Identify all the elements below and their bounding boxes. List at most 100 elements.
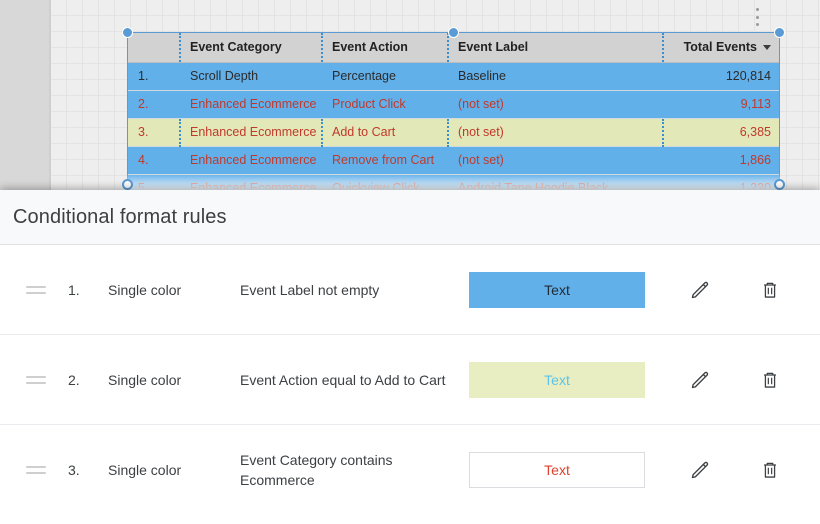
rule-row[interactable]: 3. Single color Event Category contains … (0, 425, 820, 515)
cell-event-action: Product Click (322, 90, 448, 119)
pencil-icon (691, 461, 709, 479)
rule-preview-text: Text (544, 281, 570, 298)
cell-event-category: Enhanced Ecommerce (180, 90, 322, 119)
trash-icon (764, 462, 776, 478)
table-body: 1. Scroll Depth Percentage Baseline 120,… (128, 62, 779, 189)
delete-rule-button[interactable] (753, 273, 787, 307)
cell-index: 2. (128, 90, 180, 119)
kebab-dot (755, 23, 759, 26)
cell-total-events: 9,113 (663, 90, 779, 119)
selection-handle-bottom-right[interactable] (774, 179, 785, 190)
cell-event-label: (not set) (448, 90, 663, 119)
trash-icon (764, 282, 776, 298)
rule-preview: Text (469, 452, 645, 488)
rule-condition: Event Action equal to Add to Cart (240, 371, 446, 388)
drag-handle-icon[interactable] (26, 375, 52, 384)
drag-line (26, 466, 46, 468)
cell-event-label: (not set) (448, 118, 663, 147)
pencil-icon (691, 281, 709, 298)
cell-event-category: Enhanced Ecommerce (180, 146, 322, 175)
col-header-event-category[interactable]: Event Category (180, 33, 322, 63)
rule-type: Single color (108, 462, 182, 478)
drag-line (26, 291, 46, 294)
table-row[interactable]: 1. Scroll Depth Percentage Baseline 120,… (128, 62, 779, 91)
col-header-total-events[interactable]: Total Events (663, 33, 779, 63)
rule-index: 3. (68, 462, 80, 478)
edit-rule-button[interactable] (683, 363, 717, 397)
cell-event-action: Remove from Cart (322, 146, 448, 175)
drag-handle-icon[interactable] (26, 466, 52, 474)
rule-row[interactable]: 2. Single color Event Action equal to Ad… (0, 335, 820, 425)
selection-handle-top-left[interactable] (122, 27, 133, 38)
panel-header: Conditional format rules (0, 190, 820, 244)
cell-index: 3. (128, 118, 180, 147)
cell-index: 1. (128, 62, 180, 91)
conditional-format-panel: Conditional format rules 1. Single color… (0, 190, 820, 524)
drag-handle-icon[interactable] (26, 285, 52, 294)
rule-actions (645, 273, 805, 307)
col-header-total-events-label: Total Events (683, 40, 757, 55)
cell-total-events: 1,866 (663, 146, 779, 175)
col-header-event-label[interactable]: Event Label (448, 33, 663, 63)
cell-total-events: 6,385 (663, 118, 779, 147)
kebab-dot (755, 15, 759, 19)
sort-descending-icon[interactable] (763, 45, 771, 51)
drag-line (26, 381, 46, 384)
report-canvas: Event Category Event Action Event Label … (0, 0, 820, 190)
table-row[interactable]: 3. Enhanced Ecommerce Add to Cart (not s… (128, 118, 779, 147)
edit-rule-button[interactable] (683, 453, 717, 487)
rule-preview: Text (469, 271, 645, 308)
table-widget[interactable]: Event Category Event Action Event Label … (127, 32, 780, 190)
kebab-dot (755, 8, 759, 11)
selection-handle-top-center[interactable] (448, 27, 459, 38)
cell-event-category: Enhanced Ecommerce (180, 118, 322, 147)
canvas-gutter-edge (49, 0, 51, 190)
panel-divider (0, 244, 820, 245)
rule-condition: Event Label not empty (240, 281, 380, 298)
table-header-row: Event Category Event Action Event Label … (128, 33, 779, 63)
table-row[interactable]: 2. Enhanced Ecommerce Product Click (not… (128, 90, 779, 119)
rule-condition: Event Category contains Ecommerce (240, 452, 393, 488)
rule-type: Single color (108, 281, 182, 298)
cell-event-label: Baseline (448, 62, 663, 91)
table-header: Event Category Event Action Event Label … (128, 33, 779, 63)
cell-event-label: Android Tape Hoodie Black (448, 174, 663, 189)
events-table: Event Category Event Action Event Label … (128, 33, 779, 189)
cell-event-label: (not set) (448, 146, 663, 175)
cell-total-events: 120,814 (663, 62, 779, 91)
rule-preview-swatch[interactable]: Text (469, 361, 645, 398)
selection-handle-bottom-left[interactable] (122, 179, 133, 190)
rules-list: 1. Single color Event Label not empty Te… (0, 245, 820, 515)
cell-event-category: Enhanced Ecommerce (180, 174, 322, 189)
edit-rule-button[interactable] (683, 273, 717, 307)
delete-rule-button[interactable] (753, 363, 787, 397)
col-header-event-action[interactable]: Event Action (322, 33, 448, 63)
cell-index: 5. (128, 174, 180, 189)
table-row[interactable]: 5. Enhanced Ecommerce Quickview Click An… (128, 174, 779, 189)
table-row[interactable]: 4. Enhanced Ecommerce Remove from Cart (… (128, 146, 779, 175)
cell-total-events: 1,220 (663, 174, 779, 189)
cell-event-action: Add to Cart (322, 118, 448, 147)
panel-title: Conditional format rules (13, 205, 227, 228)
rule-preview-swatch[interactable]: Text (469, 271, 645, 308)
rule-row[interactable]: 1. Single color Event Label not empty Te… (0, 245, 820, 335)
drag-line (26, 375, 46, 378)
drag-line (26, 285, 46, 288)
pencil-icon (691, 371, 709, 388)
trash-icon (764, 372, 776, 388)
cell-event-category: Scroll Depth (180, 62, 322, 91)
selection-handle-top-right[interactable] (774, 27, 785, 38)
cell-index: 4. (128, 146, 180, 175)
more-options-icon[interactable] (750, 6, 764, 28)
delete-rule-button[interactable] (753, 453, 787, 487)
rule-preview-swatch[interactable]: Text (469, 452, 645, 488)
cell-event-action: Percentage (322, 62, 448, 91)
canvas-left-gutter (0, 0, 49, 190)
rule-index: 1. (68, 281, 80, 298)
rule-actions (645, 363, 805, 397)
drag-line (26, 472, 46, 474)
col-header-index[interactable] (128, 33, 180, 63)
rule-index: 2. (68, 371, 80, 388)
rule-preview-text: Text (544, 462, 570, 478)
